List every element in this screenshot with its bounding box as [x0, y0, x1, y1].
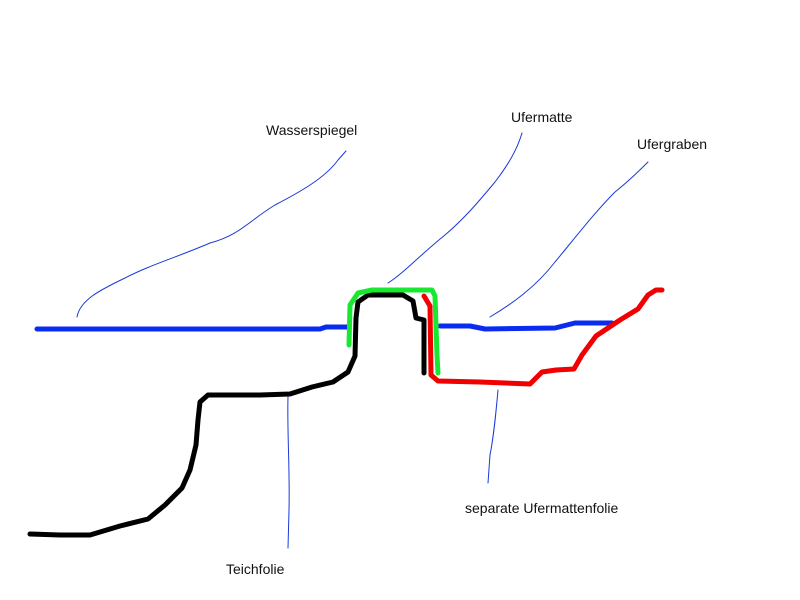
- leader-separate-liner: [487, 389, 499, 484]
- leader-bank-trench: [489, 161, 649, 318]
- water-level-trench: [437, 320, 615, 332]
- label-bank-trench: Ufergraben: [637, 136, 707, 152]
- separate-bank-mat-liner: [421, 287, 665, 387]
- water-level-pond: [34, 324, 351, 332]
- label-water-level: Wasserspiegel: [266, 122, 357, 138]
- pond-liner: [27, 292, 427, 538]
- label-pond-liner: Teichfolie: [226, 561, 285, 577]
- label-bank-mat: Ufermatte: [511, 109, 573, 125]
- leader-bank-mat: [387, 132, 523, 284]
- leader-pond-liner: [287, 396, 290, 549]
- bank-mat: [346, 287, 441, 376]
- leader-water-level: [76, 150, 347, 318]
- leader-lines: [76, 132, 649, 549]
- label-separate-bank-mat-liner: separate Ufermattenfolie: [465, 500, 619, 516]
- water-level-lines: [34, 320, 615, 332]
